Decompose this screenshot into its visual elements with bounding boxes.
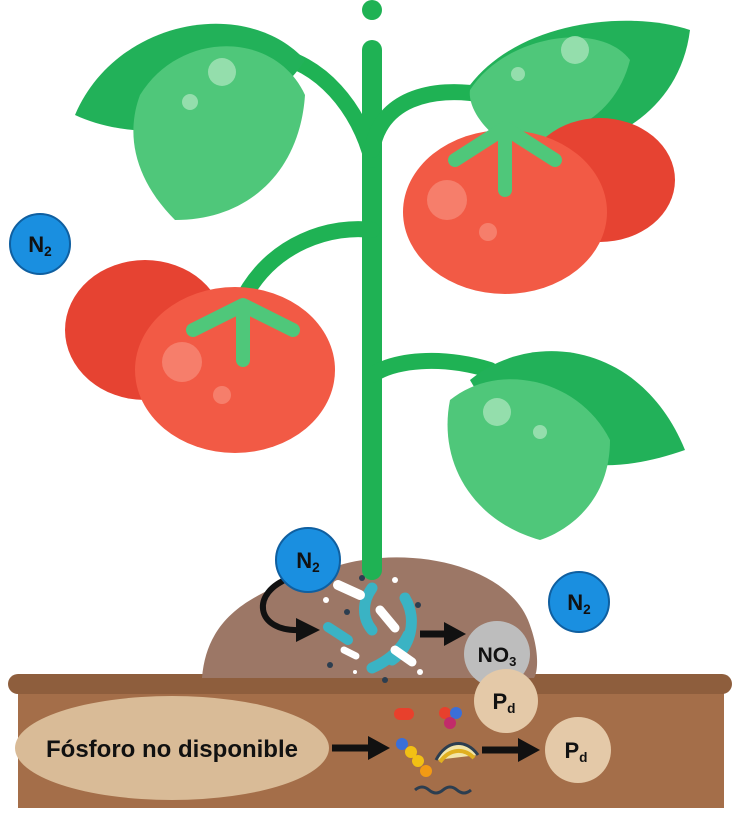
available-phosphorus-bubble-right: Pd	[545, 717, 611, 783]
tomato-left	[65, 260, 335, 453]
n2-bubble-air: N2	[10, 214, 70, 274]
leaf-top-left	[75, 24, 305, 220]
n2-bubble-right: N2	[549, 572, 609, 632]
n2-bubble-mound: N2	[276, 528, 340, 592]
stem-bud	[362, 0, 382, 20]
unavailable-phosphorus-label: Fósforo no disponible	[46, 736, 298, 763]
tomato-right	[403, 118, 675, 294]
available-phosphorus-bubble-upper: Pd	[474, 669, 538, 733]
leaf-lower-right	[448, 351, 685, 540]
